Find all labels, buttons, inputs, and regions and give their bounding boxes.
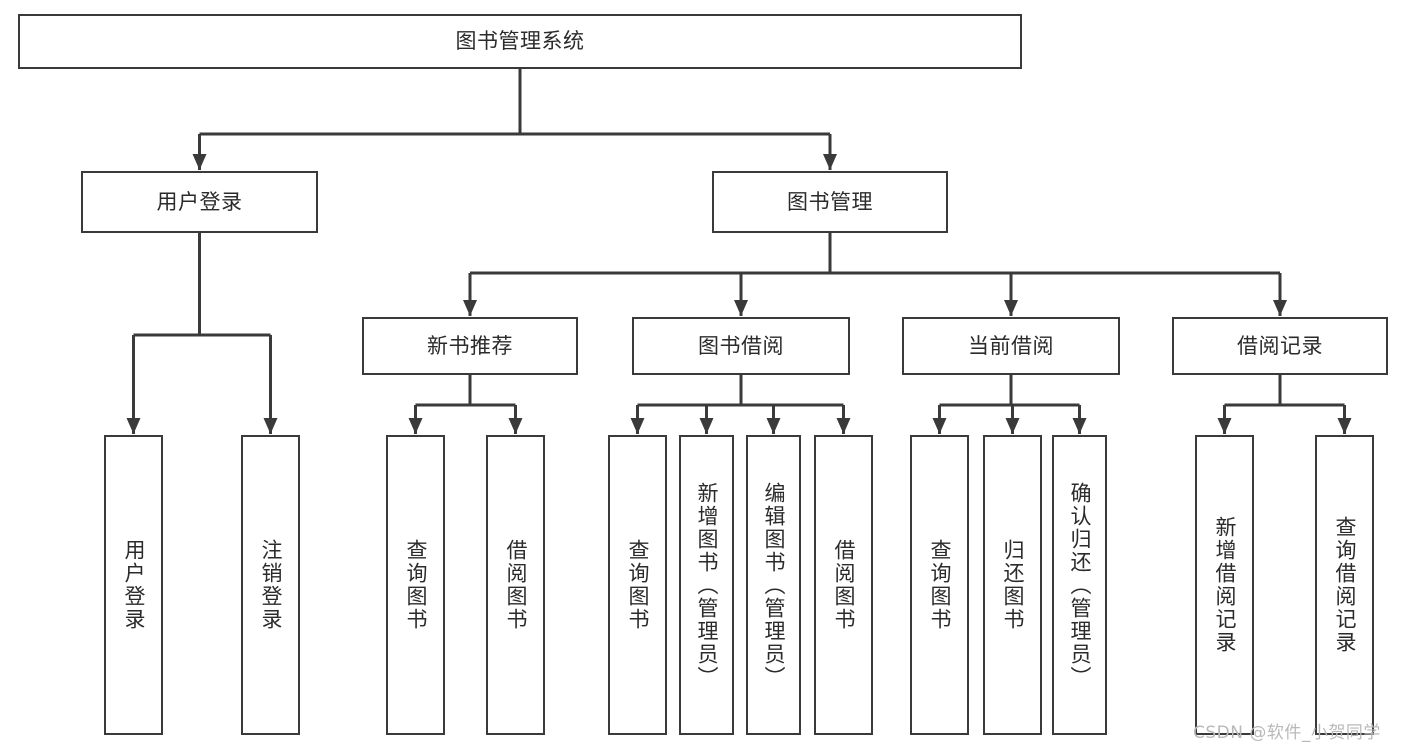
node-user-login[interactable]: 用户登录 [81, 171, 318, 233]
node-book-manage[interactable]: 图书管理 [712, 171, 948, 233]
node-label: 当前借阅 [968, 333, 1054, 358]
node-current-borrow[interactable]: 当前借阅 [902, 317, 1120, 375]
node-borrow-record[interactable]: 借阅记录 [1172, 317, 1388, 375]
node-label: 借阅图书 [831, 539, 856, 631]
node-leaf-add-book[interactable]: 新增图书（管理员） [679, 435, 734, 735]
node-leaf-borrow-book-2[interactable]: 借阅图书 [814, 435, 873, 735]
node-label: 查询图书 [625, 539, 650, 631]
node-label: 新书推荐 [427, 333, 513, 358]
node-label: 图书借阅 [698, 333, 784, 358]
node-label: 新增图书（管理员） [694, 481, 719, 689]
node-leaf-return-book[interactable]: 归还图书 [983, 435, 1042, 735]
node-label: 用户登录 [156, 189, 243, 214]
node-label: 确认归还（管理员） [1067, 481, 1092, 689]
node-label: 借阅记录 [1237, 333, 1323, 358]
node-label: 查询图书 [403, 539, 428, 631]
node-label: 查询图书 [927, 539, 952, 631]
node-label: 图书管理系统 [455, 29, 585, 54]
node-leaf-query-record[interactable]: 查询借阅记录 [1315, 435, 1374, 735]
node-label: 注销登录 [258, 539, 283, 631]
node-label: 新增借阅记录 [1212, 516, 1237, 654]
node-label: 归还图书 [1000, 539, 1025, 631]
node-leaf-query-book-2[interactable]: 查询图书 [608, 435, 667, 735]
node-new-book-rec[interactable]: 新书推荐 [362, 317, 578, 375]
node-leaf-confirm-return[interactable]: 确认归还（管理员） [1052, 435, 1107, 735]
node-leaf-user-login[interactable]: 用户登录 [104, 435, 163, 735]
node-root[interactable]: 图书管理系统 [18, 14, 1022, 69]
node-label: 图书管理 [787, 189, 873, 214]
node-leaf-user-logout[interactable]: 注销登录 [241, 435, 300, 735]
node-leaf-borrow-book-1[interactable]: 借阅图书 [486, 435, 545, 735]
node-label: 用户登录 [121, 539, 146, 631]
node-book-borrow[interactable]: 图书借阅 [632, 317, 850, 375]
node-leaf-add-record[interactable]: 新增借阅记录 [1195, 435, 1254, 735]
node-leaf-query-book-3[interactable]: 查询图书 [910, 435, 969, 735]
node-label: 借阅图书 [503, 539, 528, 631]
node-label: 编辑图书（管理员） [761, 481, 786, 689]
node-leaf-edit-book[interactable]: 编辑图书（管理员） [746, 435, 801, 735]
node-label: 查询借阅记录 [1332, 516, 1357, 654]
node-leaf-query-book-1[interactable]: 查询图书 [386, 435, 445, 735]
